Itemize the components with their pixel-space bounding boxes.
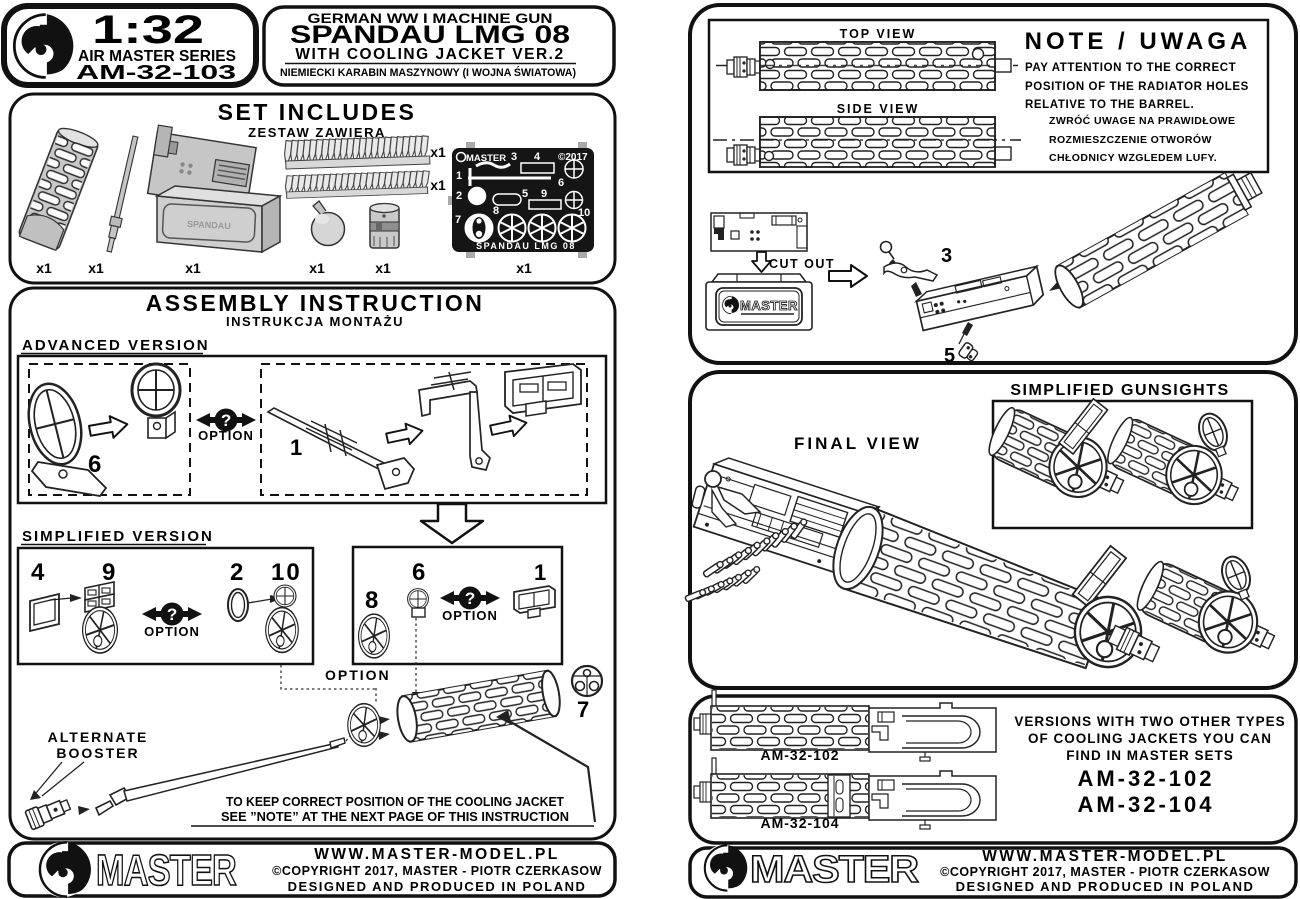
svg-text:9: 9 bbox=[541, 188, 547, 200]
svg-text:2: 2 bbox=[456, 190, 462, 202]
svg-text:7: 7 bbox=[455, 214, 461, 226]
svg-text:FINAL VIEW: FINAL VIEW bbox=[794, 434, 922, 453]
svg-text:BOOSTER: BOOSTER bbox=[56, 745, 139, 761]
svg-text:MASTER: MASTER bbox=[466, 153, 506, 164]
svg-text:SPANDAU LMG 08: SPANDAU LMG 08 bbox=[290, 21, 570, 49]
svg-text:MASTER: MASTER bbox=[740, 298, 798, 313]
svg-text:3: 3 bbox=[941, 245, 952, 267]
svg-text:©COPYRIGHT 2017, MASTER - PIOT: ©COPYRIGHT 2017, MASTER - PIOTR CZERKASO… bbox=[272, 864, 602, 878]
svg-text:CUT OUT: CUT OUT bbox=[769, 257, 835, 271]
svg-text:SEE ”NOTE” AT THE NEXT PAGE OF: SEE ”NOTE” AT THE NEXT PAGE OF THIS INST… bbox=[221, 810, 569, 824]
svg-text:DESIGNED AND PRODUCED IN POLAN: DESIGNED AND PRODUCED IN POLAND bbox=[288, 879, 587, 894]
svg-text:SIDE VIEW: SIDE VIEW bbox=[837, 102, 920, 116]
svg-text:WWW.MASTER-MODEL.PL: WWW.MASTER-MODEL.PL bbox=[314, 846, 560, 863]
svg-text:x1: x1 bbox=[430, 144, 446, 160]
svg-text:TOP VIEW: TOP VIEW bbox=[840, 27, 917, 41]
svg-text:5: 5 bbox=[944, 345, 955, 367]
svg-text:OPTION: OPTION bbox=[325, 667, 391, 683]
svg-text:6: 6 bbox=[412, 559, 425, 586]
svg-text:4: 4 bbox=[534, 151, 541, 163]
svg-text:AM-32-104: AM-32-104 bbox=[760, 815, 839, 831]
svg-text:1: 1 bbox=[290, 435, 302, 460]
svg-text:GERMAN WW I MACHINE GUN: GERMAN WW I MACHINE GUN bbox=[308, 11, 553, 26]
svg-text:ASSEMBLY INSTRUCTION: ASSEMBLY INSTRUCTION bbox=[146, 290, 485, 316]
svg-text:7: 7 bbox=[577, 697, 589, 722]
svg-text:MASTER: MASTER bbox=[96, 846, 236, 895]
svg-text:10: 10 bbox=[578, 207, 590, 219]
svg-text:OF COOLING JACKETS YOU CAN: OF COOLING JACKETS YOU CAN bbox=[1028, 731, 1272, 746]
svg-text:x1: x1 bbox=[88, 260, 104, 276]
svg-text:NOTE / UWAGA: NOTE / UWAGA bbox=[1025, 28, 1252, 55]
svg-text:2: 2 bbox=[230, 559, 243, 586]
svg-text:4: 4 bbox=[31, 559, 45, 586]
svg-text:ROZMIESZCZENIE OTWORÓW: ROZMIESZCZENIE OTWORÓW bbox=[1049, 133, 1212, 146]
svg-text:AM-32-102: AM-32-102 bbox=[1077, 766, 1214, 791]
svg-text:x1: x1 bbox=[430, 177, 446, 193]
svg-text:ADVANCED VERSION: ADVANCED VERSION bbox=[22, 337, 210, 354]
svg-text:NIEMIECKI KARABIN MASZYNOWY (I: NIEMIECKI KARABIN MASZYNOWY (I WOJNA ŚWI… bbox=[280, 66, 576, 79]
svg-text:5: 5 bbox=[522, 188, 528, 200]
svg-text:ALTERNATE: ALTERNATE bbox=[48, 729, 149, 745]
svg-text:PAY ATTENTION TO THE CORRECT: PAY ATTENTION TO THE CORRECT bbox=[1025, 62, 1236, 74]
svg-text:6: 6 bbox=[558, 177, 564, 189]
svg-text:AM-32-102: AM-32-102 bbox=[760, 747, 839, 763]
svg-text:OPTION: OPTION bbox=[198, 428, 254, 443]
svg-text:AM-32-103: AM-32-103 bbox=[76, 62, 236, 84]
svg-text:x1: x1 bbox=[516, 260, 532, 276]
svg-text:WITH COOLING JACKET VER.2: WITH COOLING JACKET VER.2 bbox=[295, 46, 564, 63]
svg-text:©2017: ©2017 bbox=[558, 152, 588, 163]
svg-text:AM-32-104: AM-32-104 bbox=[1077, 792, 1214, 817]
svg-text:x1: x1 bbox=[375, 260, 391, 276]
svg-text:x1: x1 bbox=[185, 260, 201, 276]
svg-text:8: 8 bbox=[365, 587, 378, 614]
svg-text:8: 8 bbox=[493, 205, 499, 217]
svg-text:x1: x1 bbox=[309, 260, 325, 276]
svg-text:SIMPLIFIED VERSION: SIMPLIFIED VERSION bbox=[22, 528, 214, 545]
svg-text:SPANDAU: SPANDAU bbox=[187, 219, 231, 231]
svg-text:10: 10 bbox=[271, 559, 302, 586]
svg-text:AIR MASTER SERIES: AIR MASTER SERIES bbox=[78, 48, 236, 65]
svg-text:x1: x1 bbox=[36, 260, 52, 276]
svg-text:1:32: 1:32 bbox=[92, 8, 204, 52]
svg-text:INSTRUKCJA MONTAŻU: INSTRUKCJA MONTAŻU bbox=[226, 314, 404, 329]
svg-text:SPANDAU LMG 08: SPANDAU LMG 08 bbox=[476, 241, 576, 251]
svg-text:MASTER: MASTER bbox=[750, 849, 919, 891]
svg-text:RELATIVE TO THE BARREL.: RELATIVE TO THE BARREL. bbox=[1025, 99, 1194, 111]
svg-text:OPTION: OPTION bbox=[144, 624, 200, 639]
svg-text:9: 9 bbox=[102, 559, 115, 586]
svg-text:1: 1 bbox=[534, 560, 546, 585]
svg-text:1: 1 bbox=[456, 170, 462, 182]
svg-text:OPTION: OPTION bbox=[442, 608, 498, 623]
svg-text:3: 3 bbox=[511, 151, 517, 163]
svg-text:6: 6 bbox=[88, 451, 101, 478]
svg-text:ZWRÓĆ UWAGE NA PRAWIDŁOWE: ZWRÓĆ UWAGE NA PRAWIDŁOWE bbox=[1049, 114, 1235, 127]
svg-text:©COPYRIGHT 2017, MASTER - PIOT: ©COPYRIGHT 2017, MASTER - PIOTR CZERKASO… bbox=[940, 865, 1270, 879]
svg-text:TO KEEP CORRECT POSITION OF TH: TO KEEP CORRECT POSITION OF THE COOLING … bbox=[226, 795, 564, 809]
svg-text:FIND IN MASTER SETS: FIND IN MASTER SETS bbox=[1066, 748, 1234, 763]
svg-text:VERSIONS WITH TWO OTHER TYPES: VERSIONS WITH TWO OTHER TYPES bbox=[1014, 714, 1285, 729]
svg-text:ZESTAW ZAWIERA: ZESTAW ZAWIERA bbox=[248, 125, 386, 140]
svg-text:CHŁODNICY WZGLEDEM LUFY.: CHŁODNICY WZGLEDEM LUFY. bbox=[1049, 152, 1217, 164]
svg-text:SIMPLIFIED GUNSIGHTS: SIMPLIFIED GUNSIGHTS bbox=[1010, 382, 1229, 399]
svg-text:SET INCLUDES: SET INCLUDES bbox=[218, 99, 417, 125]
svg-text:DESIGNED AND PRODUCED IN POLAN: DESIGNED AND PRODUCED IN POLAND bbox=[956, 879, 1255, 894]
svg-text:WWW.MASTER-MODEL.PL: WWW.MASTER-MODEL.PL bbox=[982, 848, 1228, 865]
svg-text:POSITION OF THE RADIATOR HOLES: POSITION OF THE RADIATOR HOLES bbox=[1025, 81, 1249, 93]
